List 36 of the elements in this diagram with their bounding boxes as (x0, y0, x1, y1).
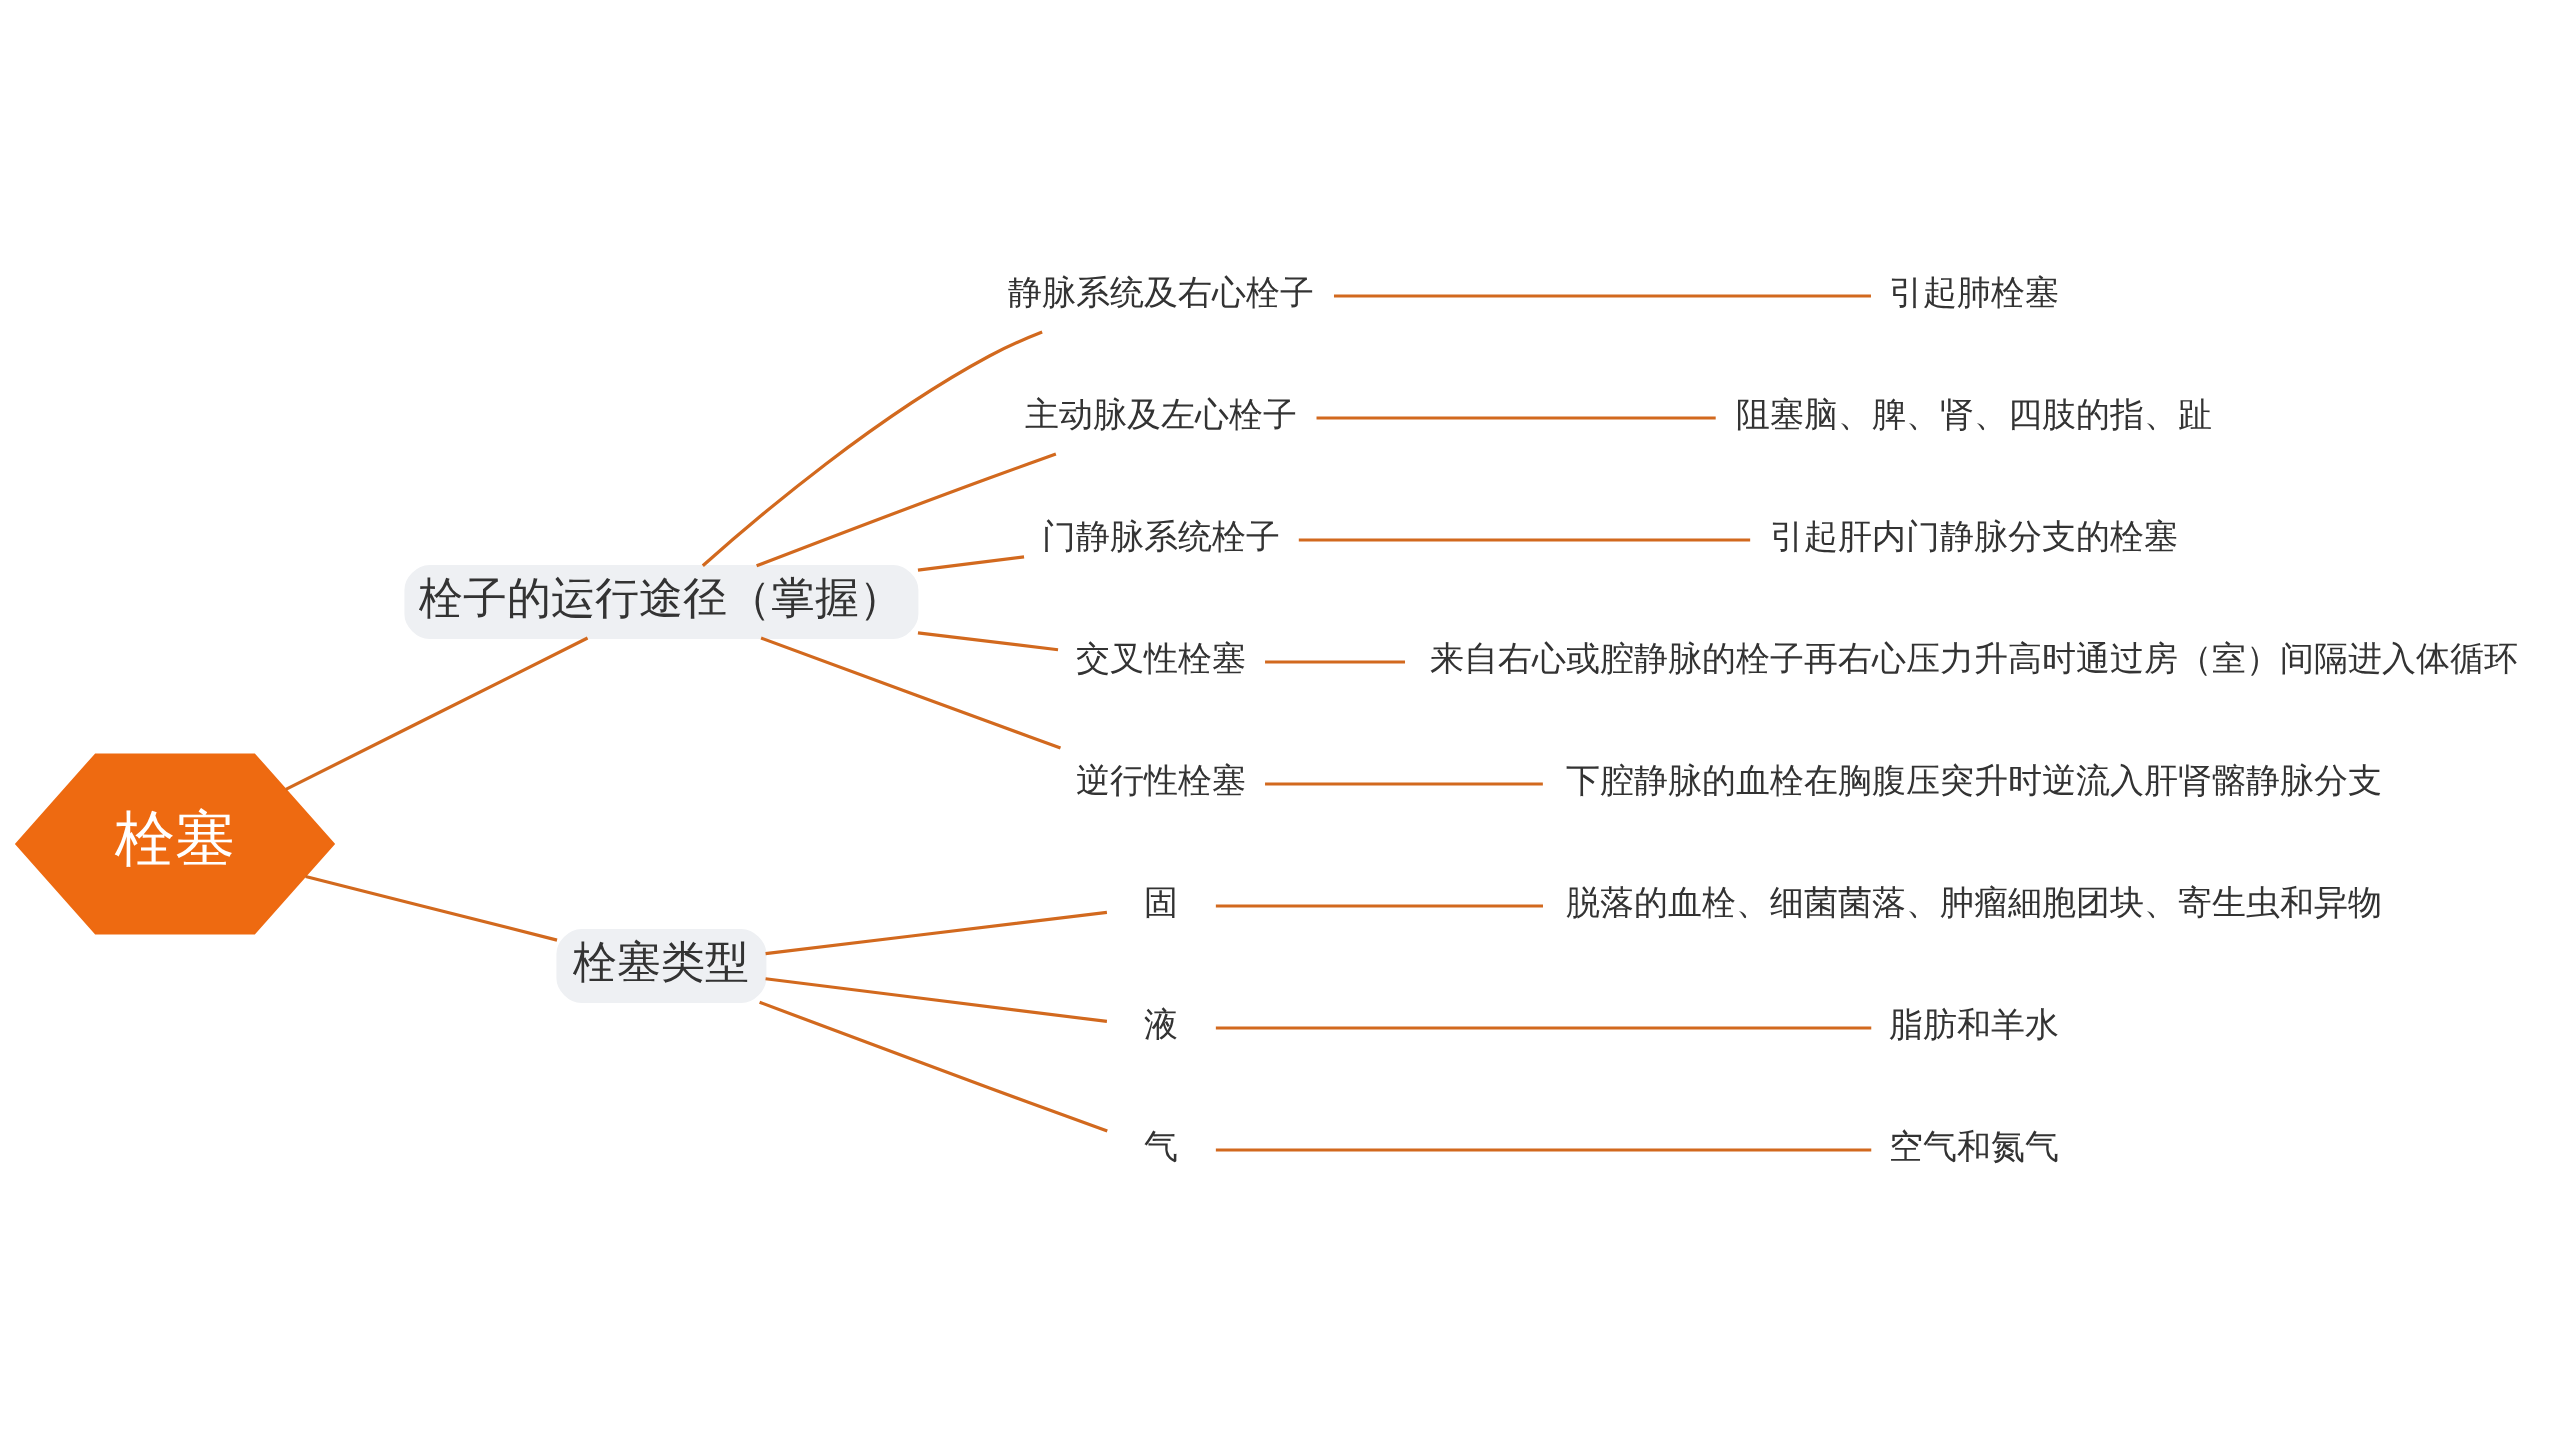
connector (765, 977, 1108, 1024)
connector (1265, 782, 1543, 786)
node-text: 交叉性栓塞 (1076, 638, 1247, 679)
node-text: 逆行性栓塞 (1076, 760, 1247, 801)
node-text: 空气和氮气 (1889, 1126, 2060, 1167)
connector (1215, 1026, 1872, 1030)
node-text: 门静脉系统栓子 (1042, 516, 1281, 557)
node-text: 液 (1144, 1004, 1179, 1045)
node-text: 气 (1144, 1126, 1179, 1167)
connector (1334, 294, 1871, 298)
connector (917, 555, 1025, 572)
connector (285, 636, 589, 791)
connector (756, 452, 1057, 568)
connector (1265, 660, 1405, 664)
connector (917, 631, 1059, 652)
node-text: 脱落的血栓、细菌菌落、肿瘤細胞团块、寄生虫和异物 (1566, 882, 2383, 923)
node-text: 静脉系统及右心栓子 (1008, 272, 1315, 313)
node-text: 主动脉及左心栓子 (1025, 394, 1298, 435)
connector (759, 1000, 1108, 1133)
connector (1316, 416, 1716, 420)
node-text: 下腔静脉的血栓在胸腹压突升时逆流入肝肾髂静脉分支 (1566, 760, 2383, 801)
connector (1298, 538, 1751, 542)
node-box: 栓子的运行途径（掌握） (404, 565, 919, 639)
connector (1215, 1148, 1872, 1152)
node-text: 引起肝内门静脉分支的栓塞 (1770, 516, 2179, 557)
connector (760, 636, 1062, 750)
node-text: 固 (1144, 882, 1179, 923)
connector (701, 330, 1043, 567)
connector (765, 910, 1108, 956)
connector (1215, 904, 1543, 908)
node-text: 脂肪和羊水 (1889, 1004, 2060, 1045)
node-text: 来自右心或腔静脉的栓子再右心压力升高时通过房（室）间隔进入体循环 (1430, 638, 2519, 679)
node-box: 栓塞类型 (556, 929, 767, 1003)
node-text: 阻塞脑、脾、肾、四肢的指、趾 (1736, 394, 2213, 435)
connector (305, 875, 558, 942)
node-text: 引起肺栓塞 (1889, 272, 2060, 313)
